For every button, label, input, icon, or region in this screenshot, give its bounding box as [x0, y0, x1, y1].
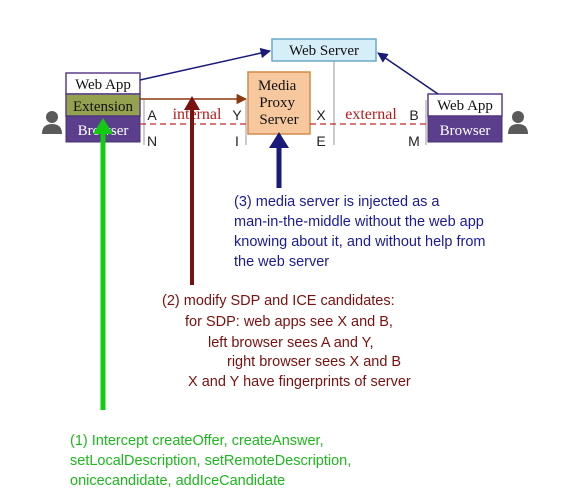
point-m: M	[408, 133, 420, 149]
right-signaling-edge	[377, 52, 439, 95]
point-a: A	[147, 107, 157, 123]
left-extension-label: Extension	[73, 99, 133, 115]
left-signaling-edge	[139, 47, 272, 81]
note-3: (3) media server is injected as a man-in…	[234, 194, 490, 270]
green-callout-arrowhead	[93, 118, 113, 134]
web-server-label: Web Server	[289, 43, 359, 59]
proxy-label-line3: Server	[259, 112, 298, 128]
right-browser-label: Browser	[440, 123, 491, 139]
left-person-icon	[42, 111, 62, 134]
proxy-label-line1: Media	[258, 78, 297, 94]
point-e: E	[316, 133, 325, 149]
external-label: external	[345, 106, 397, 123]
web-server-node: Web Server	[271, 38, 377, 62]
media-proxy-server-node: Media Proxy Server	[247, 71, 311, 135]
right-client-stack: Web App Browser	[427, 93, 503, 143]
proxy-label-line2: Proxy	[259, 95, 295, 111]
note-1: (1) Intercept createOffer, createAnswer,…	[70, 433, 355, 489]
red-callout-arrowhead	[184, 96, 200, 110]
point-x: X	[316, 107, 326, 123]
point-b: B	[409, 107, 418, 123]
right-person-icon	[508, 111, 528, 134]
boundary-lines	[143, 61, 427, 145]
left-web-app-label: Web App	[75, 77, 131, 93]
internal-label: internal	[173, 106, 222, 123]
svg-text:Media Proxy Server: Media Proxy Server	[258, 78, 300, 128]
point-y: Y	[232, 107, 242, 123]
right-web-app-label: Web App	[437, 98, 493, 114]
point-i: I	[235, 133, 239, 149]
note-2: (2) modify SDP and ICE candidates: for S…	[162, 293, 411, 390]
point-n: N	[147, 133, 157, 149]
navy-callout-arrowhead	[269, 132, 289, 148]
